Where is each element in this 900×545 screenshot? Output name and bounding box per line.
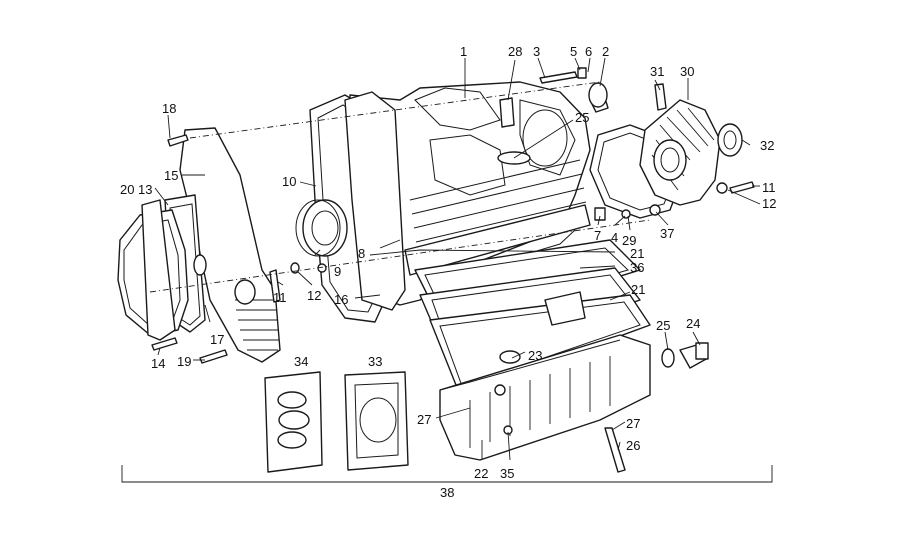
callout-32: 32 [760, 138, 774, 153]
callout-3: 3 [533, 44, 540, 59]
callout-25-top: 25 [575, 110, 589, 125]
callout-31: 31 [650, 64, 664, 79]
callout-36: 36 [630, 260, 644, 275]
callout-27-left: 27 [417, 412, 431, 427]
callout-38: 38 [440, 485, 454, 500]
oil-pan [439, 334, 651, 461]
callout-29: 29 [622, 233, 636, 248]
callout-33: 33 [368, 354, 382, 369]
callout-22: 22 [474, 466, 488, 481]
callout-4: 4 [611, 230, 618, 245]
callout-11-left: 11 [273, 290, 287, 305]
callout-37: 37 [660, 226, 674, 241]
callout-23: 23 [528, 348, 542, 363]
callout-28: 28 [508, 44, 522, 59]
callout-6: 6 [585, 44, 592, 59]
seal-cap [295, 199, 348, 273]
callout-34: 34 [294, 354, 308, 369]
gasket-kit-33 [344, 371, 409, 471]
callout-5: 5 [570, 44, 577, 59]
callout-12-right: 12 [762, 196, 776, 211]
assembly-axes [149, 81, 651, 293]
callout-27-right: 27 [626, 416, 640, 431]
callout-16: 16 [334, 292, 348, 307]
callout-10: 10 [282, 174, 296, 189]
callout-26: 26 [626, 438, 640, 453]
right-cover [589, 94, 743, 219]
callout-17: 17 [210, 332, 224, 347]
leader-lines [121, 57, 773, 483]
callout-12-left: 12 [307, 288, 321, 303]
callout-30: 30 [680, 64, 694, 79]
fasteners [151, 67, 755, 473]
callout-9: 9 [334, 264, 341, 279]
callout-15: 15 [164, 168, 178, 183]
callout-11-right: 11 [762, 180, 776, 195]
callout-35: 35 [500, 466, 514, 481]
crankcase [347, 81, 591, 306]
callout-20: 20 [120, 182, 134, 197]
callout-1: 1 [460, 44, 467, 59]
callout-25-right: 25 [656, 318, 670, 333]
callout-24: 24 [686, 316, 700, 331]
callout-2: 2 [602, 44, 609, 59]
callout-7: 7 [594, 228, 601, 243]
side-gaskets [309, 91, 406, 323]
callout-18: 18 [162, 101, 176, 116]
callout-21-mid: 21 [631, 282, 645, 297]
gasket-kit-34 [264, 371, 323, 473]
sump-gaskets [414, 239, 651, 396]
callout-19: 19 [177, 354, 191, 369]
callout-8: 8 [358, 246, 365, 261]
outer-cover [117, 199, 189, 341]
callout-13: 13 [138, 182, 152, 197]
callout-labels: 1 28 3 5 6 2 31 30 18 25 32 15 13 20 10 … [120, 44, 776, 500]
callout-21-top: 21 [630, 246, 644, 261]
callout-14: 14 [151, 356, 165, 371]
